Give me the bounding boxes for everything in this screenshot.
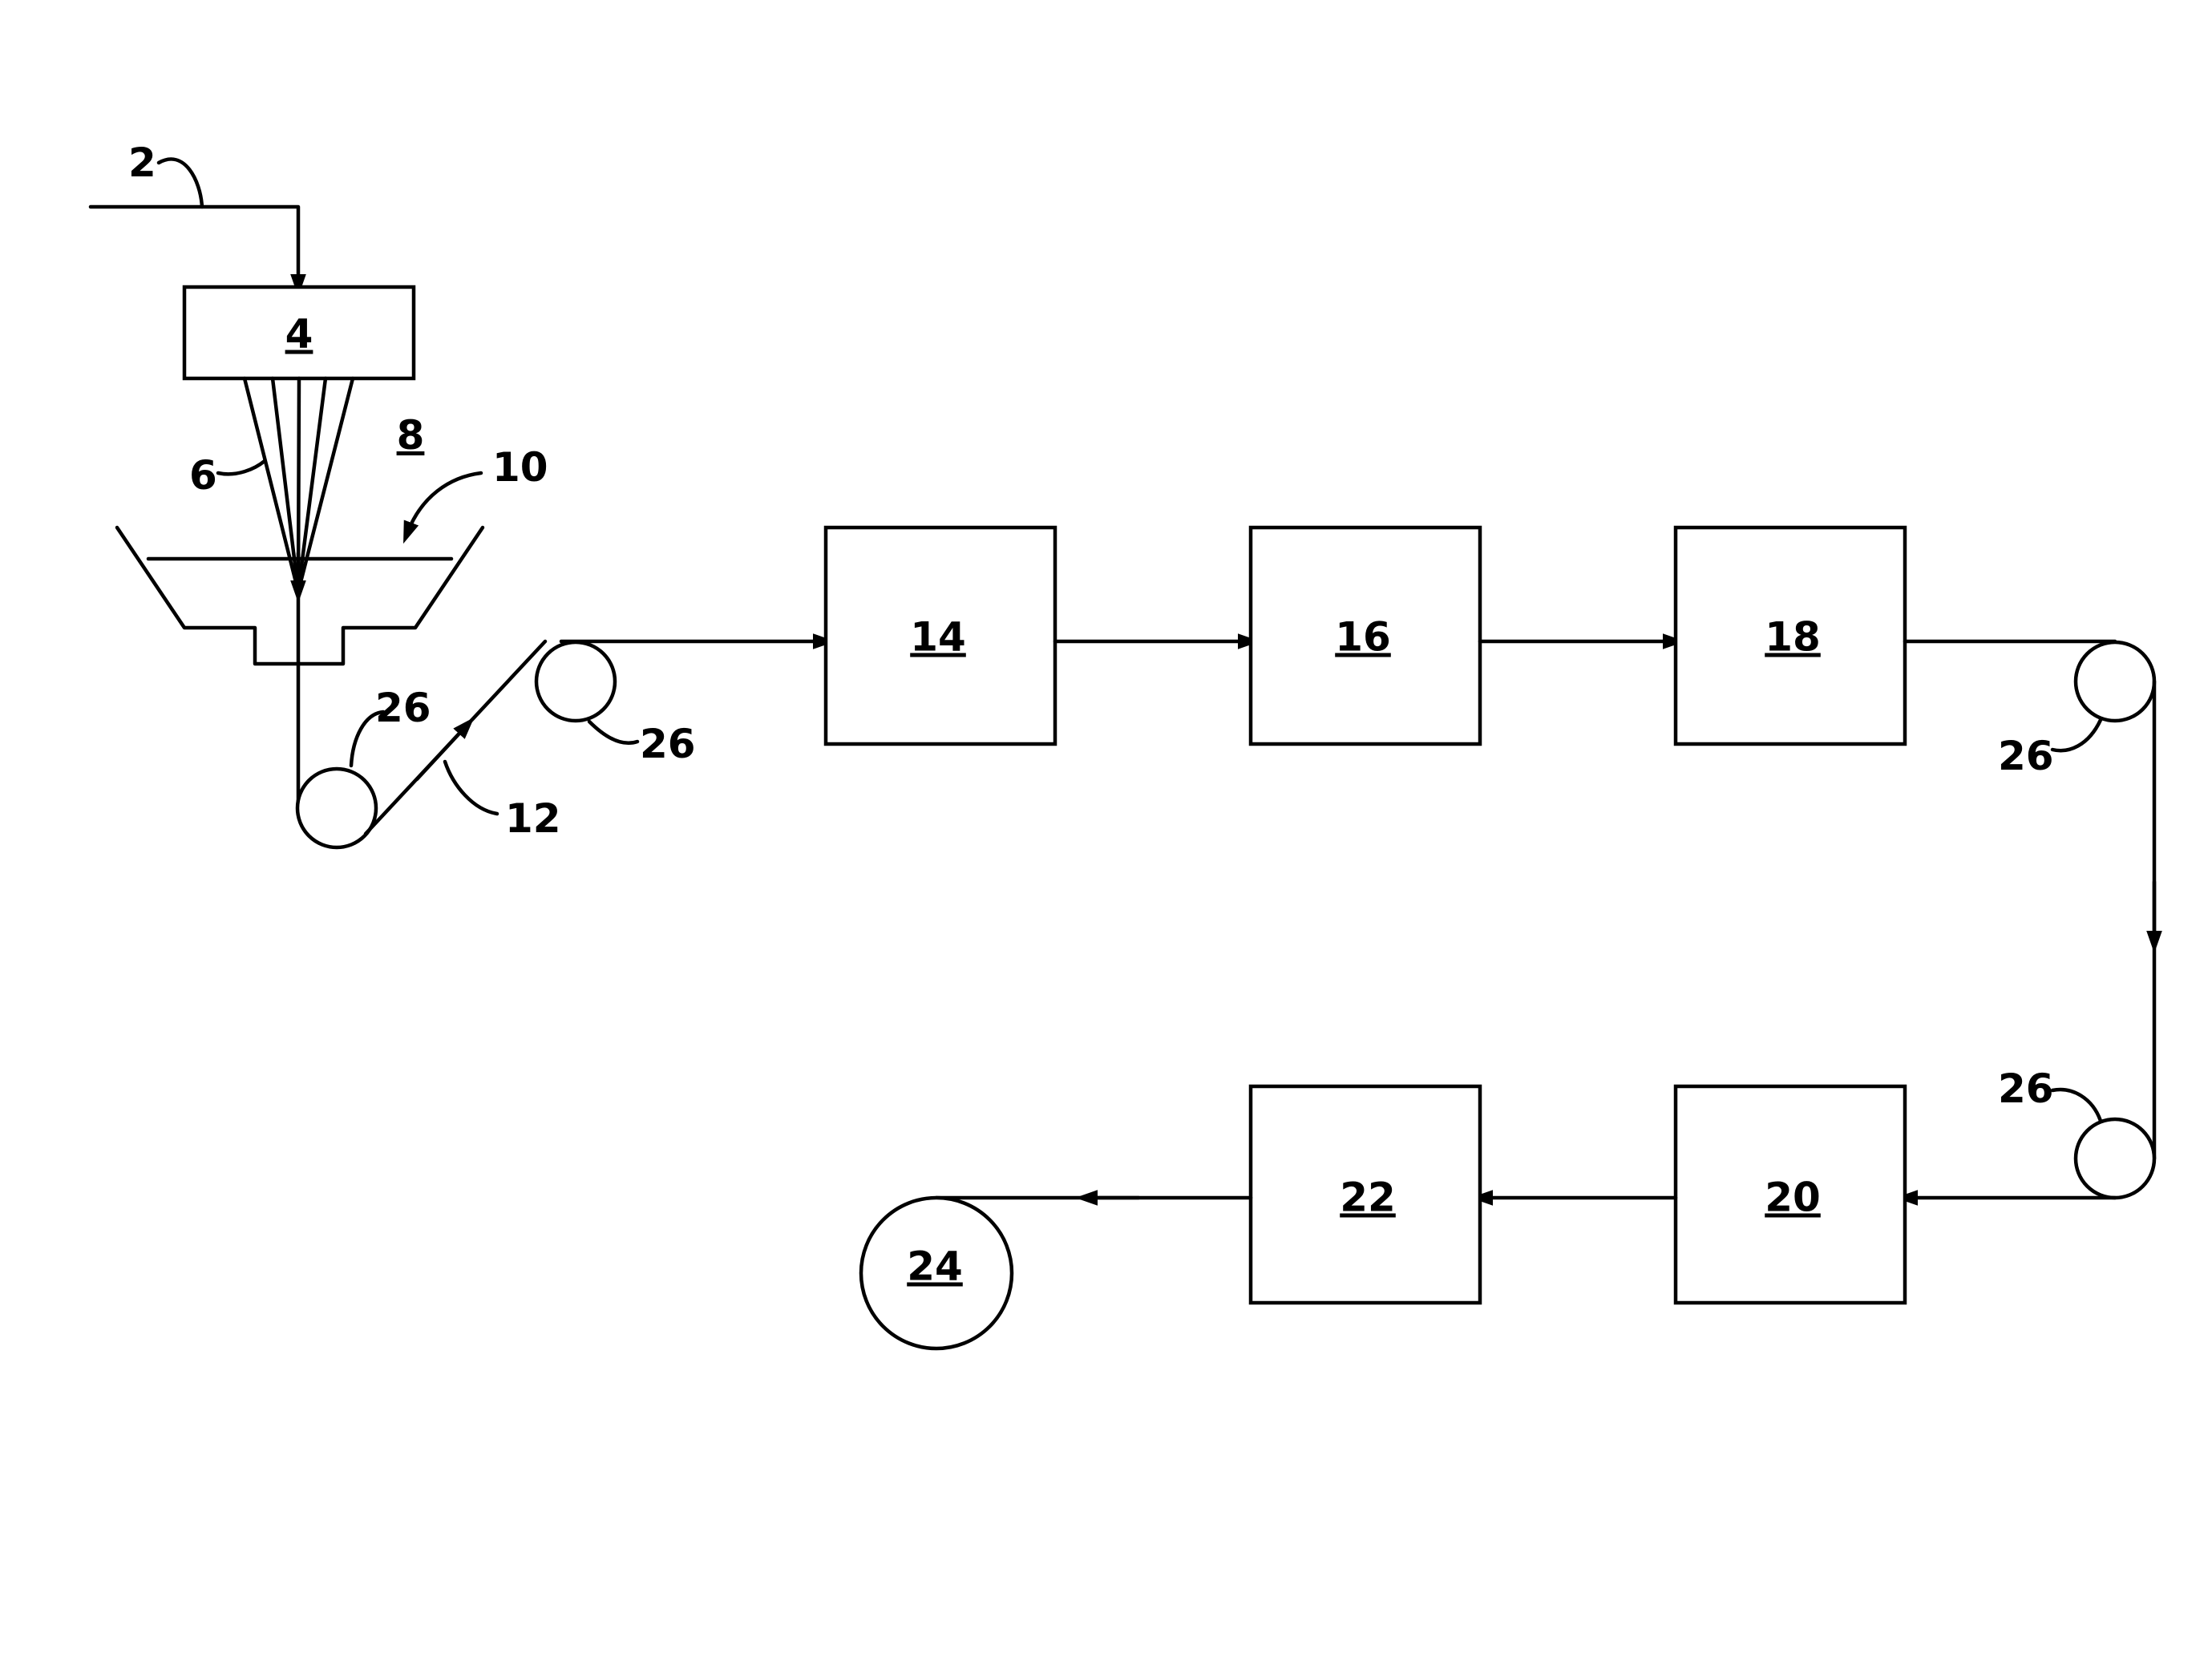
label-step22: 22 <box>1340 1175 1396 1221</box>
roller-bottom-right <box>2076 1119 2154 1198</box>
label-roller-d: 26 <box>1998 1065 2054 1112</box>
label-roller-a: 26 <box>375 685 431 731</box>
roller-bottom-right-leader <box>2052 1090 2101 1121</box>
fiber-leader <box>445 762 497 814</box>
bath-leader <box>407 473 481 533</box>
label-spinneret: 4 <box>285 311 313 358</box>
label-roller-c: 26 <box>1998 733 2054 779</box>
label-zone: 8 <box>397 412 425 459</box>
label-fiber: 12 <box>505 795 561 842</box>
label-step14: 14 <box>910 614 966 661</box>
label-step16: 16 <box>1335 614 1391 661</box>
label-step18: 18 <box>1765 614 1821 661</box>
roller-top-left-leader <box>589 722 637 743</box>
roller-top-right <box>2076 642 2154 721</box>
label-filaments: 6 <box>189 452 217 499</box>
filaments-leader <box>218 461 265 474</box>
label-roller-b: 26 <box>640 721 696 767</box>
label-feed: 2 <box>128 139 156 186</box>
feed-leader <box>159 160 202 207</box>
label-bath: 10 <box>492 444 548 491</box>
roller-bottom <box>297 769 376 847</box>
label-winder: 24 <box>907 1243 963 1290</box>
roller-top-right-leader <box>2052 720 2101 750</box>
feed-line <box>91 207 298 285</box>
fiber-diagonal-arrow <box>417 726 467 779</box>
label-step20: 20 <box>1765 1175 1821 1221</box>
roller-top-left <box>536 642 615 721</box>
